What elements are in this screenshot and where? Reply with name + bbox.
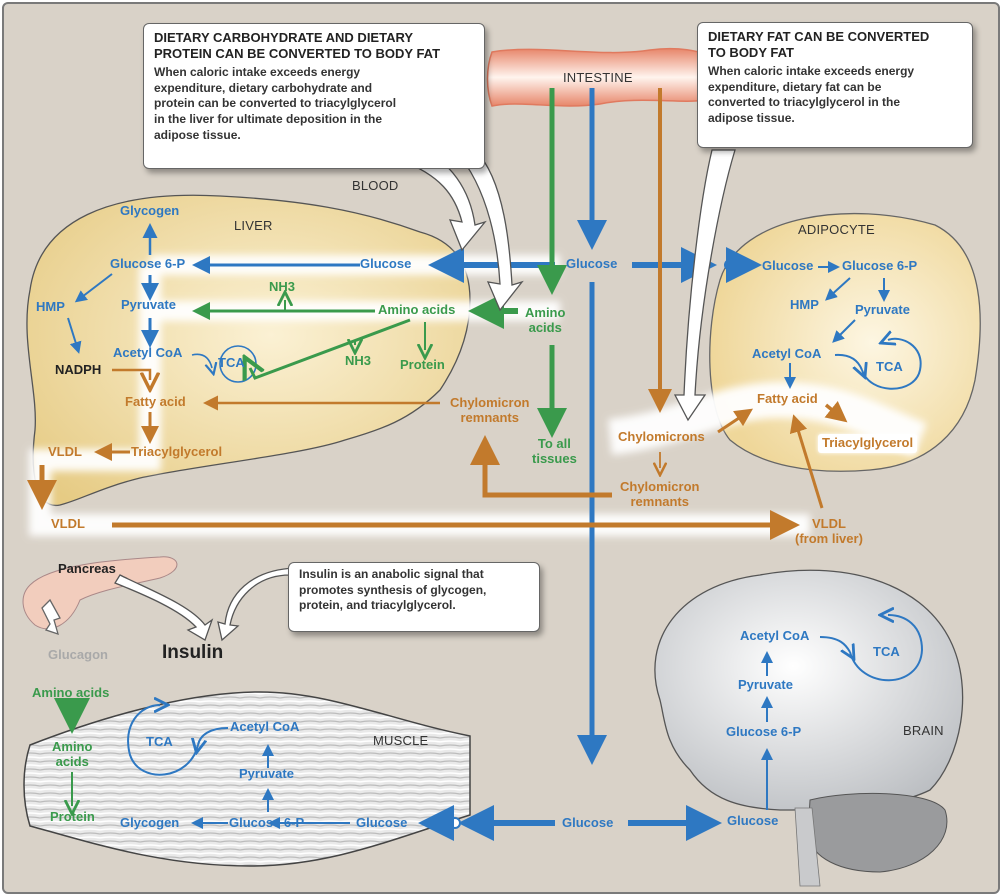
liver-vldl-inner: VLDL [48,444,82,459]
liver-glucose: Glucose [360,256,412,271]
pancreas-label: Pancreas [58,561,116,576]
liver-label: LIVER [234,218,273,233]
adipocyte-triacylglycerol: Triacylglycerol [818,434,918,453]
muscle-glucose-6p: Glucose 6-P [229,815,305,830]
blood-label: BLOOD [352,178,399,193]
callout-body: When caloric intake exceeds energy expen… [154,65,397,142]
callout-body: Insulin is an anabolic signal that promo… [299,567,487,613]
adipocyte-fatty-acid: Fatty acid [757,391,818,406]
blood-chylomicrons: Chylomicrons [618,429,705,444]
glucagon-label: Glucagon [48,647,108,662]
liver-glucose-6p: Glucose 6-P [110,256,186,271]
brain-tca: TCA [873,644,900,659]
liver-protein: Protein [400,357,445,372]
callout-insulin: Insulin is an anabolic signal that promo… [288,562,540,632]
liver-nh3-bottom: NH3 [345,353,372,368]
muscle-glucose: Glucose [356,815,408,830]
blood-glucose: Glucose [566,256,618,271]
liver-pyruvate: Pyruvate [121,297,176,312]
intestine-label: INTESTINE [563,70,633,85]
cerebellum-shape [807,792,948,873]
muscle-pyruvate: Pyruvate [239,766,294,781]
adipocyte-label: ADIPOCYTE [798,222,875,237]
insulin-label: Insulin [162,642,224,663]
liver-acetyl-coa: Acetyl CoA [113,345,183,360]
blood-to-all-tissues: To all tissues [532,436,577,466]
liver-vldl-outer: VLDL [51,516,85,531]
callout-fat-to-body-fat: DIETARY FAT CAN BE CONVERTED TO BODY FAT… [697,22,973,148]
intestine-shape [486,47,706,107]
glucose-pathway-arrows [67,88,924,841]
muscle-shape [23,691,471,867]
liver-hmp: HMP [36,299,65,314]
liver-glycogen: Glycogen [120,203,180,218]
blood-chylomicron-remnants-left: Chylomicron remnants [450,395,530,425]
brain-label: BRAIN [903,723,944,738]
liver-nh3-top: NH3 [269,279,296,294]
muscle-label: MUSCLE [373,733,429,748]
muscle-amino-acids-outside: Amino acids [32,685,110,700]
adipocyte-pyruvate: Pyruvate [855,302,910,317]
callout-heading: DIETARY FAT CAN BE CONVERTED TO BODY FAT [708,29,930,60]
blood-chylomicron-remnants-right: Chylomicron remnants [620,479,700,509]
muscle-glycogen: Glycogen [120,815,180,830]
blood-glucose-bottom: Glucose [562,815,614,830]
brain-glucose: Glucose [727,813,779,828]
blood-vldl-from-liver: VLDL (from liver) [795,516,863,546]
liver-tca: TCA [218,355,245,370]
amino-acid-pathway-arrows [54,88,567,806]
brain-pyruvate: Pyruvate [738,677,793,692]
adipocyte-acetyl-coa: Acetyl CoA [752,346,822,361]
adipocyte-glucose: Glucose [762,258,814,273]
liver-triacylglycerol: Triacylglycerol [131,444,223,459]
liver-nadph: NADPH [55,362,102,377]
lipid-pathway-arrows [27,88,848,540]
callout-heading: DIETARY CARBOHYDRATE AND DIETARY PROTEIN… [154,30,441,61]
callout-carb-protein-to-fat: DIETARY CARBOHYDRATE AND DIETARY PROTEIN… [143,23,485,169]
blood-amino-acids: Amino acids [525,305,566,335]
adipocyte-hmp: HMP [790,297,819,312]
muscle-acetyl-coa: Acetyl CoA [230,719,300,734]
brain-shape [654,569,964,811]
brain-acetyl-coa: Acetyl CoA [740,628,810,643]
muscle-protein: Protein [50,809,95,824]
adipocyte-shape [709,212,981,472]
liver-amino-acids: Amino acids [378,302,456,317]
adipocyte-tca: TCA [876,359,903,374]
brain-glucose-6p: Glucose 6-P [726,724,802,739]
callout-body: When caloric intake exceeds energy expen… [708,64,915,125]
liver-fatty-acid: Fatty acid [125,394,186,409]
adipocyte-glucose-6p: Glucose 6-P [842,258,918,273]
brainstem-shape [794,807,821,887]
muscle-amino-acids: Amino acids [52,739,93,769]
muscle-tca: TCA [146,734,173,749]
